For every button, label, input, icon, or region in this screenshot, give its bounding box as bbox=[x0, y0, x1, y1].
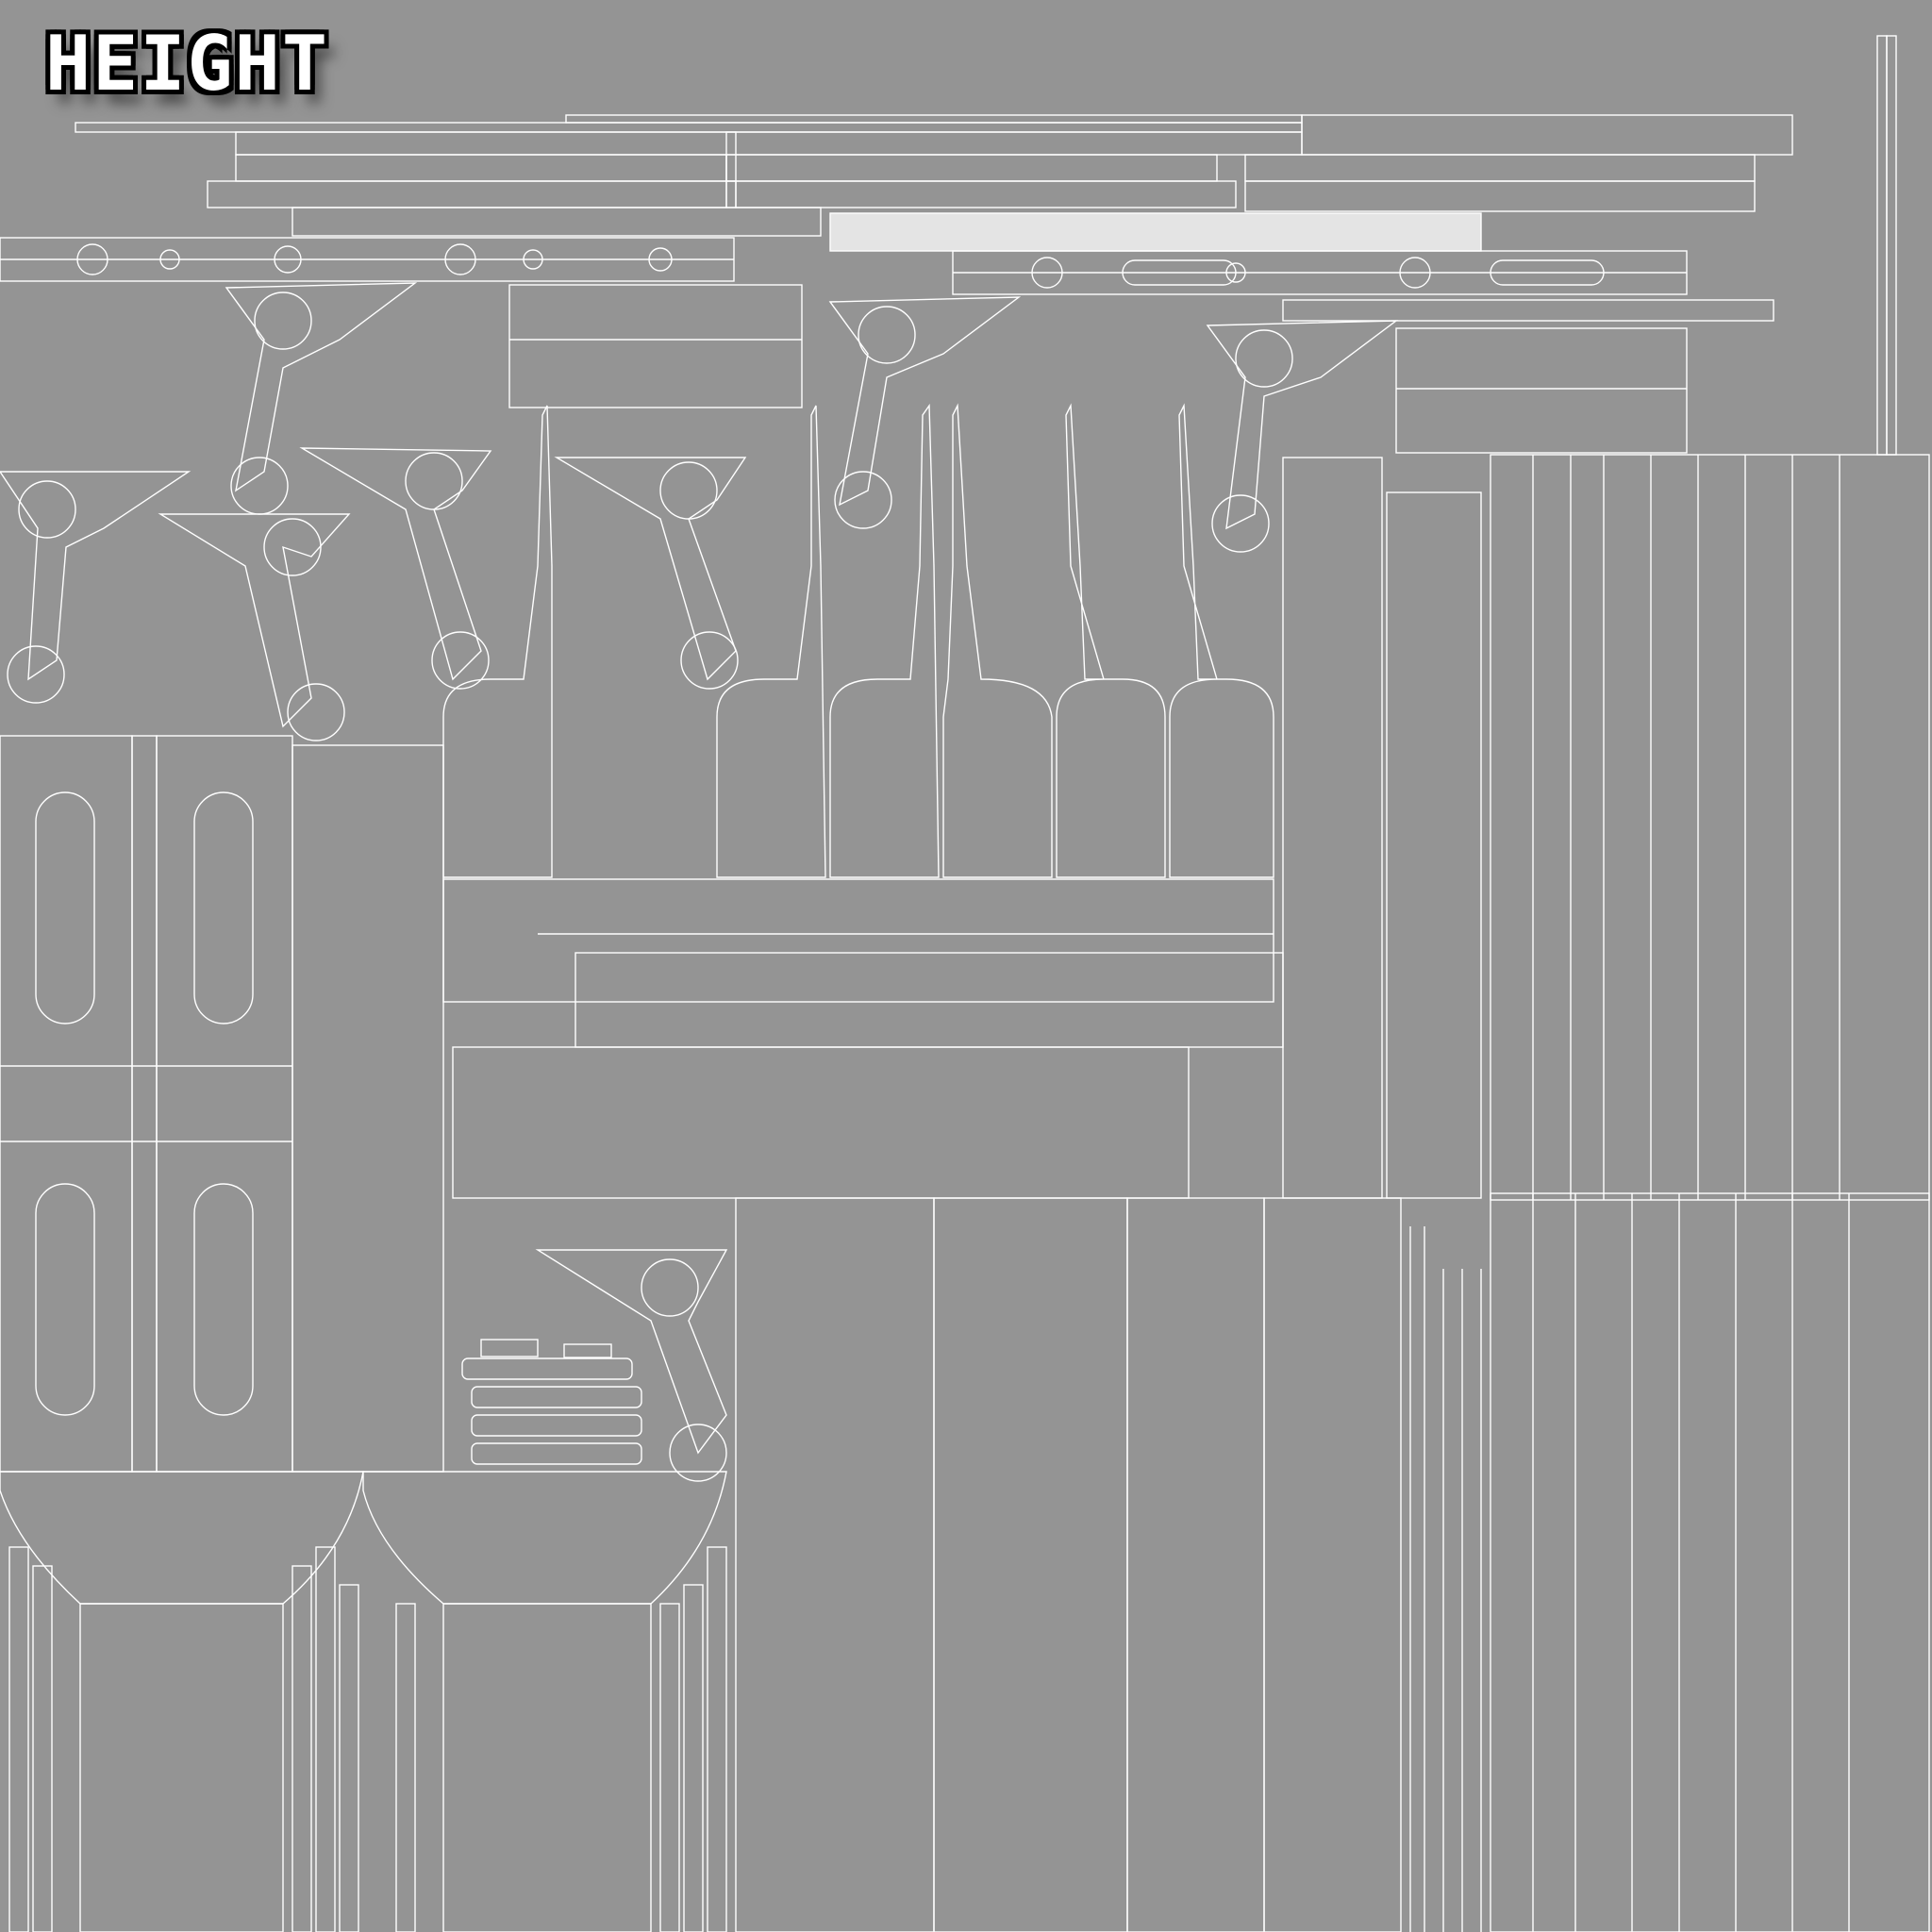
map-type-label: HEIGHT bbox=[45, 20, 329, 108]
strip-columns bbox=[735, 35, 1930, 1932]
column-shells bbox=[0, 735, 293, 1473]
small-parts bbox=[461, 1339, 642, 1465]
bowl-shells bbox=[0, 1471, 727, 1932]
stub-sticks bbox=[8, 1546, 727, 1932]
beam-row-upper bbox=[0, 237, 735, 282]
top-plank-shells bbox=[75, 114, 1793, 322]
panel-blocks bbox=[291, 284, 1688, 1473]
leg-pieces bbox=[0, 282, 1399, 1482]
bottle-pieces bbox=[442, 403, 1274, 878]
beam-row-lower bbox=[952, 250, 1688, 295]
